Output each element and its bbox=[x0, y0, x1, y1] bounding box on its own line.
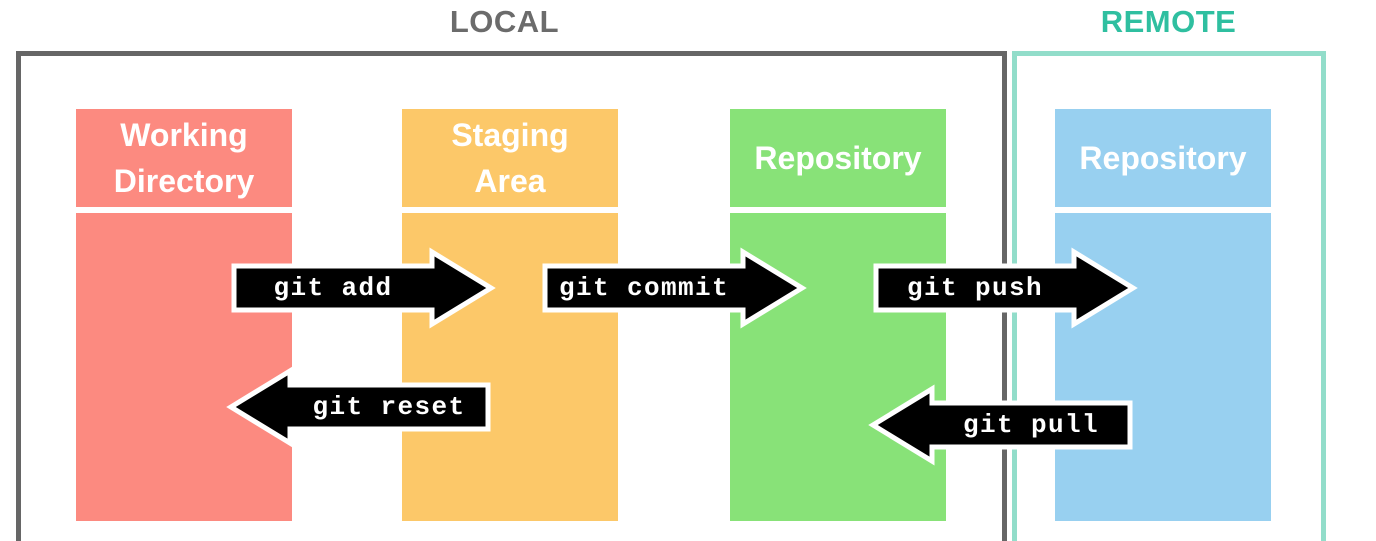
git-add-arrow[interactable]: git add bbox=[231, 247, 496, 329]
git-push-arrow[interactable]: git push bbox=[873, 247, 1138, 329]
repository-remote-label: Repository bbox=[1079, 139, 1247, 176]
git-commit-arrow-shape bbox=[542, 247, 807, 329]
git-reset-arrow[interactable]: git reset bbox=[226, 366, 491, 448]
git-add-arrow-shape bbox=[231, 247, 496, 329]
staging-area-label: Staging Area bbox=[451, 116, 569, 199]
working-directory-header: Working Directory bbox=[76, 109, 292, 207]
local-section-title: LOCAL bbox=[449, 4, 560, 39]
remote-section-title: REMOTE bbox=[1100, 4, 1237, 39]
repository-local-label: Repository bbox=[754, 139, 922, 176]
repository-local-header: Repository bbox=[730, 109, 946, 207]
git-pull-arrow-shape bbox=[868, 384, 1133, 466]
git-push-arrow-shape bbox=[873, 247, 1138, 329]
working-directory-label: Working Directory bbox=[113, 116, 255, 199]
repository-remote-header: Repository bbox=[1055, 109, 1271, 207]
git-reset-arrow-shape bbox=[226, 366, 491, 448]
git-pull-arrow[interactable]: git pull bbox=[868, 384, 1133, 466]
git-commit-arrow[interactable]: git commit bbox=[542, 247, 807, 329]
staging-area-header: Staging Area bbox=[402, 109, 618, 207]
